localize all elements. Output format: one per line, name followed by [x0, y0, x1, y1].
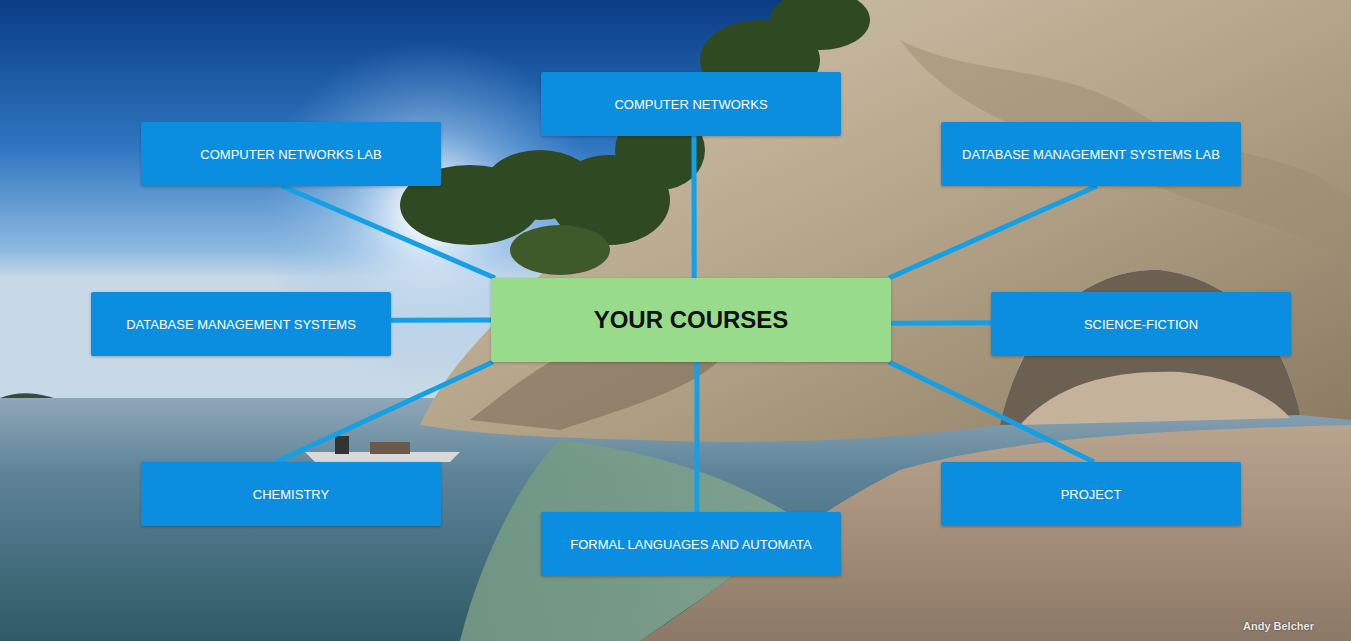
tree-canopy: [510, 225, 610, 275]
course-box: CHEMISTRY: [141, 462, 441, 526]
course-box: COMPUTER NETWORKS: [541, 72, 841, 136]
connector-line: [695, 362, 700, 512]
course-name: PROJECT: [1061, 487, 1122, 502]
connector-line: [692, 136, 697, 278]
course-name: DATABASE MANAGEMENT SYSTEMS LAB: [962, 147, 1220, 162]
course-box: DATABASE MANAGEMENT SYSTEMS LAB: [941, 122, 1241, 186]
boat-people: [370, 442, 410, 454]
connector-line: [889, 186, 1097, 278]
hub-box: YOUR COURSES: [491, 278, 891, 362]
course-name: CHEMISTRY: [253, 487, 329, 502]
arch-beach: [1020, 372, 1290, 425]
watermark: Andy Belcher: [1243, 620, 1314, 632]
course-box: PROJECT: [941, 462, 1241, 526]
connector-line: [391, 318, 491, 323]
course-name: COMPUTER NETWORKS LAB: [200, 147, 381, 162]
course-box: DATABASE MANAGEMENT SYSTEMS: [91, 292, 391, 356]
tree-canopy: [770, 0, 870, 50]
course-box: COMPUTER NETWORKS LAB: [141, 122, 441, 186]
trees: [400, 0, 870, 275]
course-box: SCIENCE-FICTION: [991, 292, 1291, 356]
connector-line: [889, 362, 1094, 462]
connector-line: [891, 320, 991, 326]
course-name: DATABASE MANAGEMENT SYSTEMS: [126, 317, 356, 332]
connector-line: [276, 362, 493, 462]
boat-person: [335, 436, 349, 454]
rock-arch: [420, 0, 1351, 442]
course-name: FORMAL LANGUAGES AND AUTOMATA: [570, 537, 812, 552]
hub-title: YOUR COURSES: [594, 306, 789, 334]
course-box: FORMAL LANGUAGES AND AUTOMATA: [541, 512, 841, 576]
course-name: SCIENCE-FICTION: [1084, 317, 1198, 332]
rock-shading: [900, 40, 1351, 260]
course-name: COMPUTER NETWORKS: [614, 97, 767, 112]
connector-line: [282, 186, 495, 278]
